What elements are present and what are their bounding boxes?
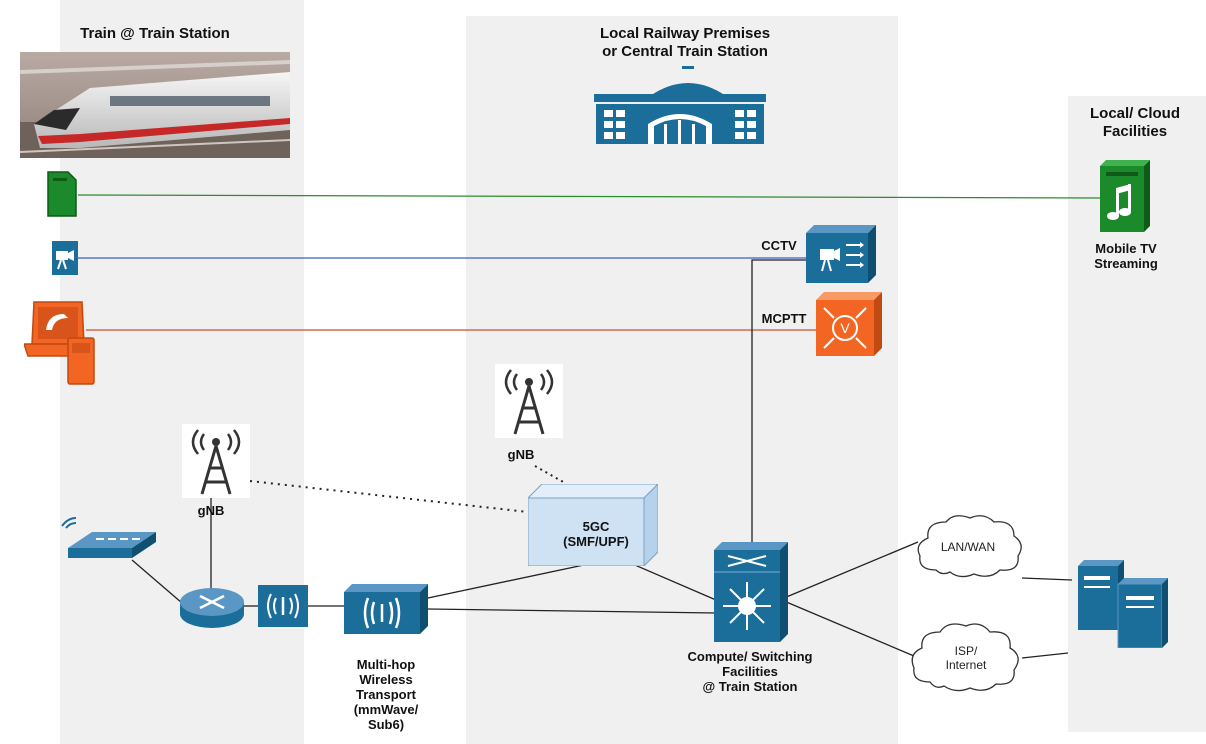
mobile-tv-label: Mobile TV Streaming xyxy=(1076,241,1176,271)
compute-label-line2: Facilities xyxy=(722,664,778,679)
isp-internet-cloud-icon[interactable] xyxy=(908,620,1024,694)
core-label-line2: (SMF/UPF) xyxy=(563,534,629,549)
core-label-line1: 5GC xyxy=(582,519,610,534)
5gc-cube-icon[interactable] xyxy=(528,484,658,566)
gnb-station-label: gNB xyxy=(507,447,535,462)
lan-wan-cloud-icon[interactable] xyxy=(914,512,1026,580)
mcptt-terminal-icon[interactable] xyxy=(24,300,98,386)
train-photo xyxy=(20,52,290,158)
wireless-access-point-icon[interactable] xyxy=(58,514,158,562)
transport-to-switch xyxy=(427,608,717,614)
mobile-tv-label-line2: Streaming xyxy=(1094,256,1158,271)
mobile-tv-link xyxy=(77,194,1101,199)
gnb-train-label: gNB xyxy=(197,503,225,518)
svg-text:V: V xyxy=(840,320,850,336)
cctv-to-switch xyxy=(751,259,808,545)
station-title-line1: Local Railway Premises xyxy=(599,25,771,42)
compute-label-line1: Compute/ Switching xyxy=(687,649,813,664)
mcptt-server-icon[interactable]: V xyxy=(816,292,882,356)
cctv-label: CCTV xyxy=(761,238,797,253)
train-camera-icon[interactable] xyxy=(52,241,78,275)
transport-label-line3: Transport xyxy=(356,687,416,702)
core-label: 5GC (SMF/UPF) xyxy=(546,519,646,549)
mcptt-label: MCPTT xyxy=(761,311,807,326)
router-icon[interactable] xyxy=(178,584,246,630)
server-icon[interactable] xyxy=(1078,560,1170,648)
lan-to-servers xyxy=(1021,577,1073,581)
transport-label-line5: Sub6) xyxy=(367,717,405,732)
mobile-tv-label-line1: Mobile TV xyxy=(1095,241,1157,256)
train-section-title: Train @ Train Station xyxy=(80,25,230,42)
cloud-section-title: Local/ Cloud Facilities xyxy=(1060,105,1206,141)
transport-label-line2: Wireless xyxy=(359,672,413,687)
station-section-title: Local Railway Premises or Central Train … xyxy=(530,25,840,61)
station-title-line2: or Central Train Station xyxy=(602,43,768,60)
gnb-station-to-core-dotted xyxy=(534,465,566,484)
isp-label: ISP/ Internet xyxy=(916,644,1016,672)
gnb-to-core-dotted xyxy=(249,480,529,513)
gnb-station-cell-tower-icon[interactable] xyxy=(495,364,563,438)
transport-label-line1: Multi-hop xyxy=(356,657,416,672)
lan-wan-label: LAN/WAN xyxy=(940,540,996,554)
isp-to-servers xyxy=(1021,652,1069,659)
transport-to-core xyxy=(427,561,599,599)
cloud-title-line2: Facilities xyxy=(1102,123,1168,140)
transport-label-line4: (mmWave/ xyxy=(353,702,419,717)
multi-hop-transport-radio-icon[interactable] xyxy=(344,584,428,634)
cctv-server-icon[interactable] xyxy=(806,225,876,283)
switch-to-lan xyxy=(783,541,919,599)
compute-label: Compute/ Switching Facilities @ Train St… xyxy=(660,649,840,694)
cloud-title-line1: Local/ Cloud xyxy=(1090,105,1180,122)
ap-to-router xyxy=(131,559,183,604)
switch-to-isp xyxy=(783,600,915,657)
compute-label-line3: @ Train Station xyxy=(702,679,798,694)
media-server-icon[interactable] xyxy=(1100,160,1150,232)
multilayer-switch-icon[interactable] xyxy=(714,542,788,642)
transport-label: Multi-hop Wireless Transport (mmWave/ Su… xyxy=(330,657,442,732)
isp-label-line1: ISP/ xyxy=(954,644,978,658)
isp-label-line2: Internet xyxy=(945,658,987,672)
gnb-train-cell-tower-icon[interactable] xyxy=(182,424,250,498)
radio-bridge-icon[interactable] xyxy=(258,585,308,627)
sd-card-icon[interactable] xyxy=(46,170,78,218)
train-station-building-icon xyxy=(592,66,768,146)
core-to-switch xyxy=(627,561,717,601)
